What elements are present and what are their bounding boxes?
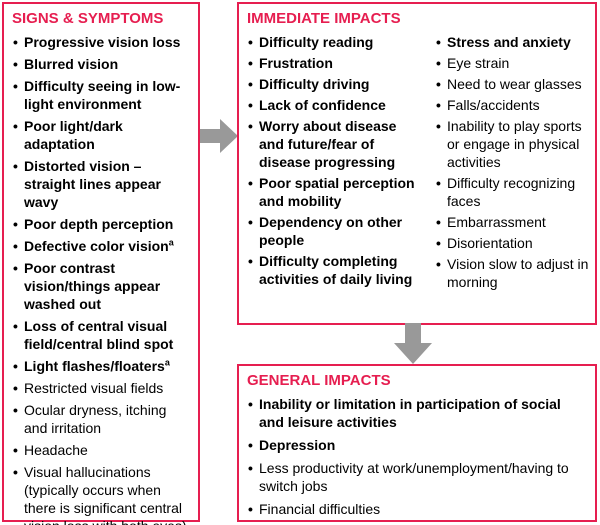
- list-item: Less productivity at work/unemployment/h…: [247, 459, 589, 495]
- list-item: Headache: [12, 441, 192, 459]
- list-item: Poor spatial perception and mobility: [247, 174, 423, 210]
- list-item: Embarrassment: [435, 213, 589, 231]
- list-item: Eye strain: [435, 54, 589, 72]
- right-arrow-icon: [200, 116, 238, 156]
- list-item: Difficulty recognizing faces: [435, 174, 589, 210]
- list-item: Inability to play sports or engage in ph…: [435, 117, 589, 171]
- list-item: Frustration: [247, 54, 423, 72]
- list-item: Poor depth perception: [12, 215, 192, 233]
- list-item: Worry about disease and future/fear of d…: [247, 117, 423, 171]
- list-item: Falls/accidents: [435, 96, 589, 114]
- list-item: Vision slow to adjust in morning: [435, 255, 589, 291]
- list-item: Poor light/dark adaptation: [12, 117, 192, 153]
- list-item: Difficulty driving: [247, 75, 423, 93]
- list-item: Depression: [247, 436, 589, 454]
- list-item: Distorted vision – straight lines appear…: [12, 157, 192, 211]
- general-impacts-title: GENERAL IMPACTS: [247, 372, 391, 389]
- list-item: Defective color visiona: [12, 237, 192, 255]
- list-item: Progressive vision loss: [12, 33, 192, 51]
- list-item: Poor contrast vision/things appear washe…: [12, 259, 192, 313]
- list-item: Dependency on other people: [247, 213, 423, 249]
- list-item: Visual hallucinations (typically occurs …: [12, 463, 192, 525]
- list-item: Difficulty reading: [247, 33, 423, 51]
- general-impacts-box: GENERAL IMPACTS Inability or limitation …: [237, 364, 597, 522]
- immediate-impacts-column-1: Difficulty readingFrustrationDifficulty …: [247, 33, 423, 294]
- list-item: Need to wear glasses: [435, 75, 589, 93]
- list-item: Ocular dryness, itching and irritation: [12, 401, 192, 437]
- general-impacts-list: Inability or limitation in participation…: [247, 395, 589, 518]
- list-item: Stress and anxiety: [435, 33, 589, 51]
- list-item: Disorientation: [435, 234, 589, 252]
- list-item: Difficulty completing activities of dail…: [247, 252, 423, 288]
- list-item: Blurred vision: [12, 55, 192, 73]
- down-arrow-icon: [392, 323, 434, 365]
- list-item: Financial difficulties: [247, 500, 589, 518]
- list-item: Difficulty seeing in low-light environme…: [12, 77, 192, 113]
- list-item: Restricted visual fields: [12, 379, 192, 397]
- list-item: Light flashes/floatersa: [12, 357, 192, 375]
- list-item: Loss of central visual field/central bli…: [12, 317, 192, 353]
- signs-symptoms-list: Progressive vision lossBlurred visionDif…: [12, 33, 192, 525]
- list-item: Inability or limitation in participation…: [247, 395, 589, 431]
- footnote-marker: a: [168, 237, 174, 248]
- signs-symptoms-title: SIGNS & SYMPTOMS: [12, 10, 164, 27]
- immediate-impacts-column-2: Stress and anxietyEye strainNeed to wear…: [435, 33, 589, 294]
- list-item: Lack of confidence: [247, 96, 423, 114]
- immediate-impacts-box: IMMEDIATE IMPACTS Difficulty readingFrus…: [237, 2, 597, 325]
- signs-symptoms-box: SIGNS & SYMPTOMS Progressive vision loss…: [2, 2, 200, 525]
- immediate-impacts-columns: Difficulty readingFrustrationDifficulty …: [247, 33, 589, 294]
- immediate-impacts-title: IMMEDIATE IMPACTS: [247, 10, 401, 27]
- footnote-marker: a: [164, 357, 170, 368]
